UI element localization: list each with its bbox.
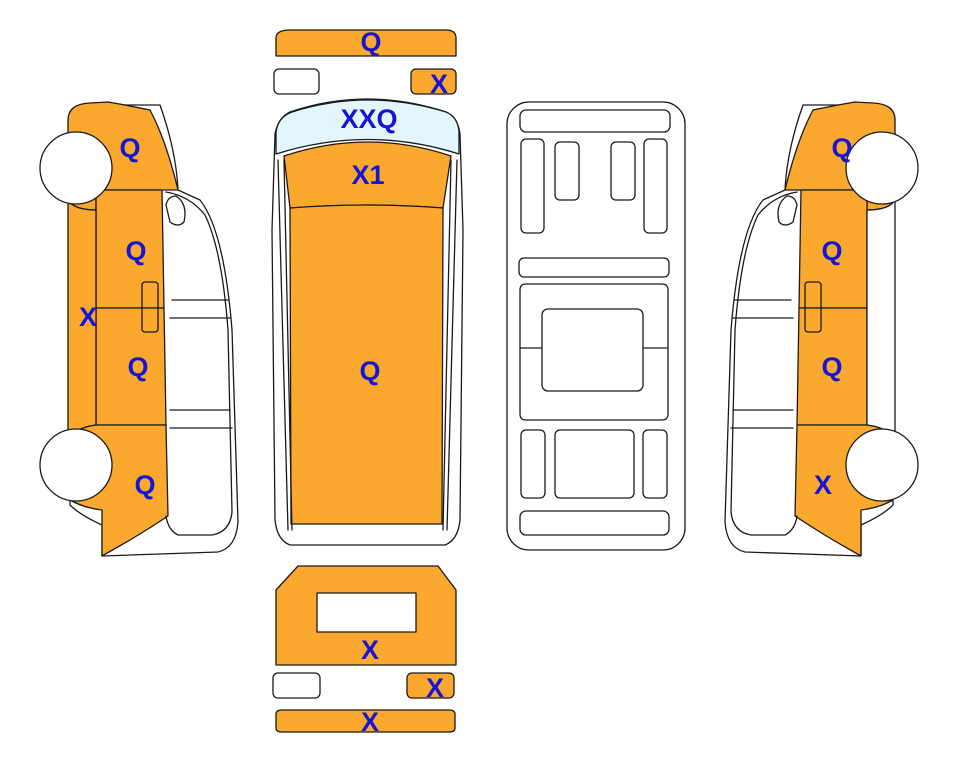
hood-label: X1 (351, 160, 384, 190)
right-front-door-label: Q (821, 236, 842, 266)
top-right-frame (442, 159, 458, 531)
right-door-handle (804, 281, 822, 333)
front-left-light-panel[interactable] (273, 68, 320, 95)
left-rear-door-label: Q (127, 352, 148, 382)
right-rear-quarter-label: X (814, 470, 832, 500)
left-side-view: Q Q X Q Q (39, 101, 239, 557)
left-front-wheel (39, 131, 113, 205)
left-rear-wheel (39, 428, 113, 502)
windshield-label: XXQ (340, 104, 397, 134)
left-sill-label: X (79, 302, 97, 332)
rear-bumper-panel[interactable] (275, 709, 456, 733)
right-side-view: Q Q Q X (724, 101, 919, 557)
front-right-light-label: X (430, 69, 448, 99)
left-window-frame (165, 191, 233, 536)
roof-label: Q (359, 356, 380, 386)
rear-right-light-label: X (426, 673, 444, 703)
left-front-fender-label: Q (119, 133, 140, 163)
rear-view: X X X (272, 565, 457, 737)
roof-panel[interactable] (289, 204, 444, 525)
underside-outline (506, 101, 686, 551)
left-door-handle (141, 281, 159, 333)
underside-view (506, 101, 686, 551)
left-rear-quarter-label: Q (134, 470, 155, 500)
right-front-wheel (845, 131, 919, 205)
rear-window (316, 592, 417, 633)
front-right-light-panel[interactable] (410, 68, 457, 95)
front-view: Q X (273, 27, 457, 99)
rear-right-light-panel[interactable] (406, 672, 455, 699)
rear-left-light-panel[interactable] (272, 672, 321, 699)
right-mirror (777, 195, 798, 226)
front-bumper-panel[interactable] (275, 29, 457, 57)
top-body-outline (271, 98, 464, 546)
left-mirror (165, 195, 186, 226)
right-front-fender-label: Q (831, 133, 852, 163)
windshield-panel[interactable] (275, 99, 460, 155)
rear-bumper-label: X (361, 707, 379, 737)
rear-door-label: X (361, 635, 379, 665)
right-rear-door-label: Q (821, 352, 842, 382)
right-rear-wheel (845, 428, 919, 502)
right-sill-panel[interactable] (866, 199, 896, 441)
left-front-door-label: Q (125, 236, 146, 266)
right-window-frame (730, 191, 798, 536)
top-view: XXQ X1 Q (271, 98, 464, 546)
front-bumper-label: Q (360, 27, 381, 57)
top-left-frame (277, 159, 293, 531)
